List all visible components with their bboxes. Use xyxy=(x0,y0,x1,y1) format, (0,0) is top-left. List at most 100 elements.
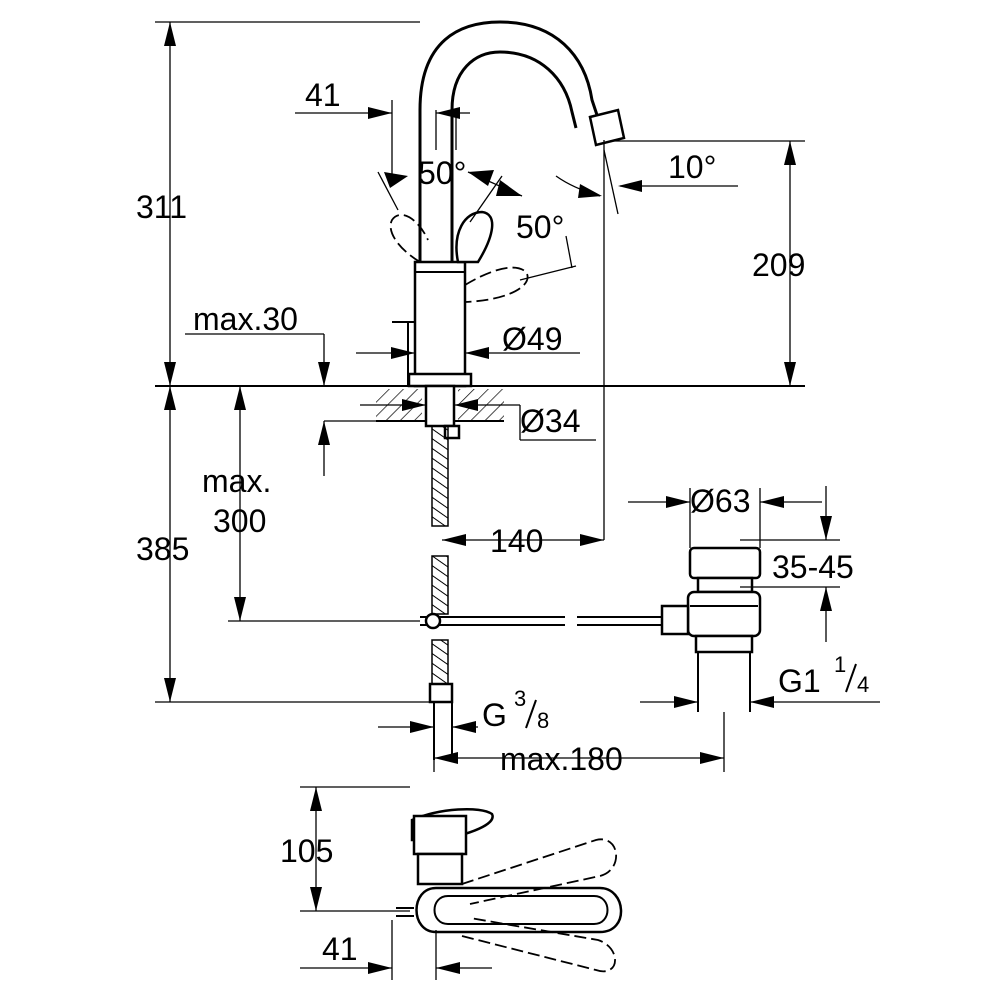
dimension-labels: 311 41 50° 50° 10° 209 max.30 Ø49 Ø34 ma… xyxy=(136,77,869,967)
arrow xyxy=(410,721,434,733)
arrow xyxy=(465,347,489,359)
label-spout-angle: 10° xyxy=(668,149,716,185)
label-below-deck: 385 xyxy=(136,531,189,567)
arrow xyxy=(164,22,176,46)
waste-thread-den: 4 xyxy=(857,672,869,697)
spout-angle-line xyxy=(603,149,619,215)
arrow xyxy=(750,696,774,708)
arrow xyxy=(434,752,458,764)
label-hose-length-1: max. xyxy=(202,463,271,499)
waste-thread-slash xyxy=(845,663,857,693)
arrow xyxy=(618,180,642,192)
arrow xyxy=(234,386,246,410)
supply-thread-den: 8 xyxy=(537,708,549,733)
lever-ghost-right xyxy=(464,266,529,303)
plan-handle-ghost-lower xyxy=(461,917,616,973)
faucet-elevation xyxy=(155,20,805,760)
label-deck-thickness: max.30 xyxy=(193,301,298,337)
arrow xyxy=(666,496,690,508)
dimension-lines xyxy=(155,21,880,772)
lever-angle-line xyxy=(469,175,503,223)
arrow xyxy=(580,534,604,546)
waste-plug xyxy=(688,546,762,580)
flex-hose-lower xyxy=(431,555,449,615)
arrow xyxy=(760,496,784,508)
arrow xyxy=(436,107,460,119)
waste-thread-main: G1 xyxy=(778,663,821,699)
label-lever-angle-left: 50° xyxy=(418,155,466,191)
label-waste-diameter: Ø63 xyxy=(690,483,750,519)
arrow xyxy=(674,696,698,708)
arrow xyxy=(164,386,176,410)
arrow xyxy=(368,962,392,974)
label-spout-reach: 140 xyxy=(490,523,543,559)
label-plan-offset: 41 xyxy=(322,931,358,967)
arrow xyxy=(468,170,494,186)
spout-inner xyxy=(450,50,578,262)
flex-hose-bottom xyxy=(431,639,449,685)
waste-collar xyxy=(696,576,754,594)
arrow xyxy=(442,534,466,546)
waste-linkage-nut xyxy=(660,604,690,636)
arrow xyxy=(784,141,796,165)
arrow xyxy=(436,962,460,974)
arrow xyxy=(310,887,322,911)
body-base xyxy=(407,372,473,388)
label-lever-angle-right: 50° xyxy=(516,209,564,245)
angle-right-line xyxy=(519,265,577,281)
label-plan-depth: 105 xyxy=(280,833,333,869)
waste-thread-num: 1 xyxy=(834,652,846,677)
arrow xyxy=(454,399,478,411)
arrow xyxy=(784,362,796,386)
arrow xyxy=(578,184,602,198)
arrow xyxy=(391,347,415,359)
waste-lock-nut xyxy=(694,634,754,654)
arrow xyxy=(496,180,522,196)
plan-body-upper xyxy=(412,814,468,856)
arrow xyxy=(318,362,330,386)
label-total-height: 311 xyxy=(136,189,187,225)
arrow xyxy=(452,721,476,733)
flex-hose-upper xyxy=(431,425,449,527)
lever-solid xyxy=(455,210,494,264)
plan-handle-inner xyxy=(433,895,609,925)
label-waste-range: 35-45 xyxy=(772,549,854,585)
arrow xyxy=(234,597,246,621)
label-supply-thread: G xyxy=(482,697,507,733)
label-hole-diameter: Ø34 xyxy=(520,403,580,439)
arrow xyxy=(164,362,176,386)
arrow xyxy=(820,587,832,611)
lever-ghost-left xyxy=(389,214,429,263)
spout-outer xyxy=(418,20,600,262)
waste-body xyxy=(686,590,762,638)
arrow xyxy=(384,172,408,188)
label-hose-length-2: 300 xyxy=(213,503,266,539)
label-lever-offset-top: 41 xyxy=(305,77,341,113)
label-body-diameter: Ø49 xyxy=(502,321,562,357)
label-spout-height: 209 xyxy=(752,247,805,283)
angle-right-tick xyxy=(565,235,573,269)
angle-line xyxy=(377,171,399,211)
label-max-offset: max.180 xyxy=(500,741,623,777)
supply-thread-slash xyxy=(525,699,537,729)
faucet-body xyxy=(413,260,467,388)
label-waste-thread: G1 xyxy=(778,663,821,699)
hose-connector xyxy=(428,682,454,704)
mounting-shank xyxy=(424,384,456,428)
plan-view xyxy=(300,786,623,980)
spout-aerator xyxy=(588,108,626,147)
plan-handle-ghost-upper xyxy=(461,838,617,905)
arrow xyxy=(310,787,322,811)
waste-fitting xyxy=(660,546,762,712)
arrow xyxy=(700,752,724,764)
supply-thread-main: G xyxy=(482,697,507,733)
arrow xyxy=(368,107,392,119)
arrow xyxy=(318,421,330,445)
supply-thread-num: 3 xyxy=(514,686,526,711)
arrow xyxy=(402,399,426,411)
arrow xyxy=(164,678,176,702)
plan-body-lower xyxy=(416,852,464,886)
arrow xyxy=(820,516,832,540)
linkage-clip xyxy=(424,612,442,630)
